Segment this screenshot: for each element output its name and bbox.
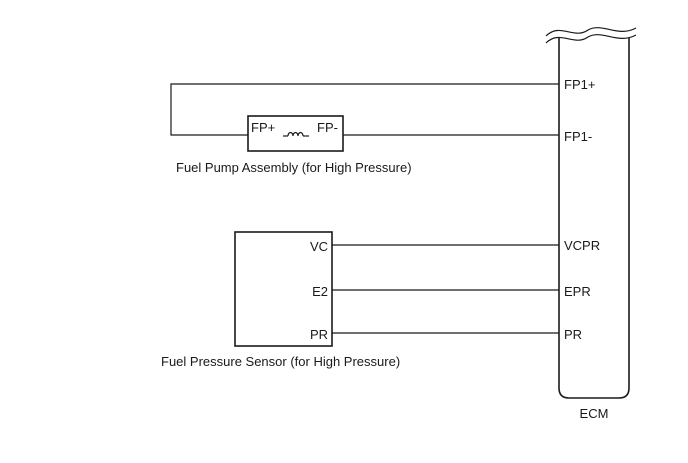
ecm-pin-fp1-minus: FP1- bbox=[564, 129, 592, 144]
wire-fp1-plus bbox=[170, 83, 559, 136]
ecm-pin-epr: EPR bbox=[564, 284, 591, 299]
ecm-pin-fp1-plus: FP1+ bbox=[564, 77, 595, 92]
fuel-pump-pin-fp-plus: FP+ bbox=[251, 120, 275, 135]
pressure-sensor-circuit: VC E2 PR Fuel Pressure Sensor (for High … bbox=[161, 231, 559, 369]
ecm-block: ECM bbox=[545, 27, 637, 421]
ecm-pin-pr: PR bbox=[564, 327, 582, 342]
motor-coil-icon bbox=[287, 131, 304, 137]
ecm-label: ECM bbox=[580, 406, 609, 421]
fuel-pump-pin-fp-minus: FP- bbox=[317, 120, 338, 135]
sensor-pin-pr: PR bbox=[310, 327, 328, 342]
sensor-pin-e2: E2 bbox=[312, 284, 328, 299]
fuel-pump-caption: Fuel Pump Assembly (for High Pressure) bbox=[176, 160, 412, 175]
pressure-sensor-caption: Fuel Pressure Sensor (for High Pressure) bbox=[161, 354, 400, 369]
ecm-outline bbox=[558, 38, 630, 399]
pressure-sensor-box bbox=[234, 231, 333, 347]
fuel-pump-box bbox=[247, 115, 344, 152]
ecm-break-wave-2 bbox=[545, 34, 637, 44]
sensor-pin-vc: VC bbox=[310, 239, 328, 254]
ecm-break-wave-1 bbox=[545, 27, 637, 37]
fuel-pump-circuit: FP+ FP- Fuel Pump Assembly (for High Pre… bbox=[170, 83, 559, 175]
ecm-pin-vcpr: VCPR bbox=[564, 238, 600, 253]
ecm-pin-labels: FP1+ FP1- VCPR EPR PR bbox=[564, 77, 600, 342]
